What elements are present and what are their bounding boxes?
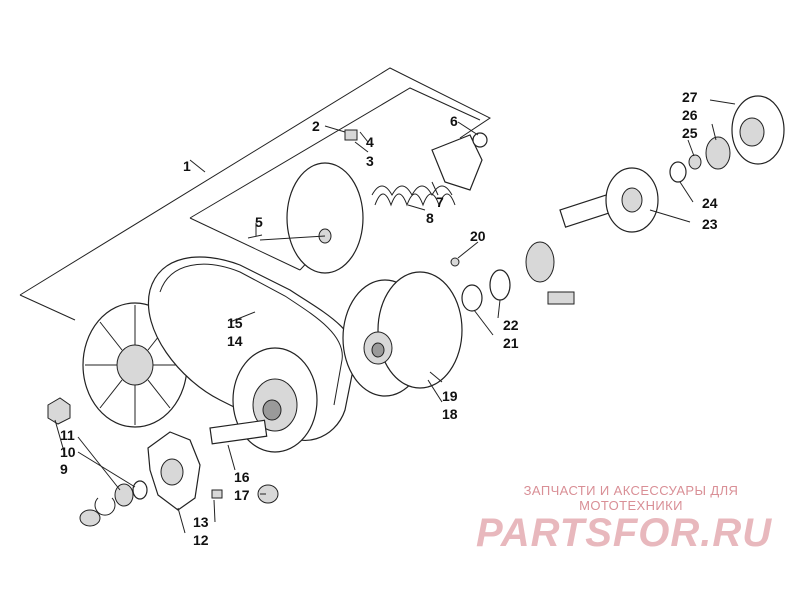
washer-11: [132, 480, 148, 500]
callout-7: 7: [436, 194, 444, 210]
callout-21: 21: [503, 335, 519, 351]
bushing-21: [461, 284, 483, 312]
callout-27: 27: [682, 89, 698, 105]
spring: [371, 185, 456, 207]
watermark: ЗАПЧАСТИ И АКСЕССУАРЫ ДЛЯ МОТОТЕХНИКИ PA…: [476, 483, 786, 556]
callout-6: 6: [450, 113, 458, 129]
callout-23: 23: [702, 216, 718, 232]
callout-9: 9: [60, 461, 68, 477]
callout-5: 5: [255, 214, 263, 230]
callout-3: 3: [366, 153, 374, 169]
weight-pin-3: [344, 129, 358, 141]
washer-25: [688, 154, 702, 170]
one-way-clutch-27: [731, 95, 785, 165]
callout-18: 18: [442, 406, 458, 422]
bearing-26: [705, 136, 731, 170]
callout-2: 2: [312, 118, 320, 134]
callout-26: 26: [682, 107, 698, 123]
snap-ring: [94, 497, 116, 516]
callout-16: 16: [234, 469, 250, 485]
bolt-20: [450, 257, 460, 267]
callout-12: 12: [193, 532, 209, 548]
callout-25: 25: [682, 125, 698, 141]
callout-8: 8: [426, 210, 434, 226]
callout-22: 22: [503, 317, 519, 333]
pin-5: [247, 234, 263, 239]
driven-pulley: [342, 271, 463, 397]
lock-washer-9: [79, 509, 101, 527]
callout-1: 1: [183, 158, 191, 174]
callout-labels: 1 2 3 4 5 6 7 8 9 10 11 12 13 14 15 16 1…: [60, 89, 718, 548]
bearing: [525, 241, 555, 283]
nut-17: [257, 484, 279, 504]
ring-24: [669, 161, 687, 183]
callout-15: 15: [227, 315, 243, 331]
watermark-logo: PARTSFOR.RU: [476, 511, 773, 555]
callout-19: 19: [442, 388, 458, 404]
callout-11: 11: [60, 427, 75, 443]
spider-assembly-12: [147, 431, 201, 511]
nut-part: [47, 397, 71, 425]
callout-4: 4: [366, 134, 374, 150]
callout-leaders: [54, 99, 736, 534]
callout-10: 10: [60, 444, 76, 460]
pin-13: [211, 489, 223, 499]
clutch-cover-plate: [259, 162, 364, 274]
spider-cam: [431, 134, 483, 191]
callout-17: 17: [234, 487, 250, 503]
watermark-tagline: ЗАПЧАСТИ И АКСЕССУАРЫ ДЛЯ МОТОТЕХНИКИ: [523, 483, 739, 513]
snap-ring-6: [472, 132, 488, 148]
ring-22: [489, 269, 511, 301]
callout-24: 24: [702, 195, 718, 211]
bolts: [547, 291, 575, 305]
shaft-16: [209, 419, 268, 445]
output-shaft: [559, 167, 659, 233]
callout-13: 13: [193, 514, 209, 530]
callout-20: 20: [470, 228, 486, 244]
callout-14: 14: [227, 333, 243, 349]
